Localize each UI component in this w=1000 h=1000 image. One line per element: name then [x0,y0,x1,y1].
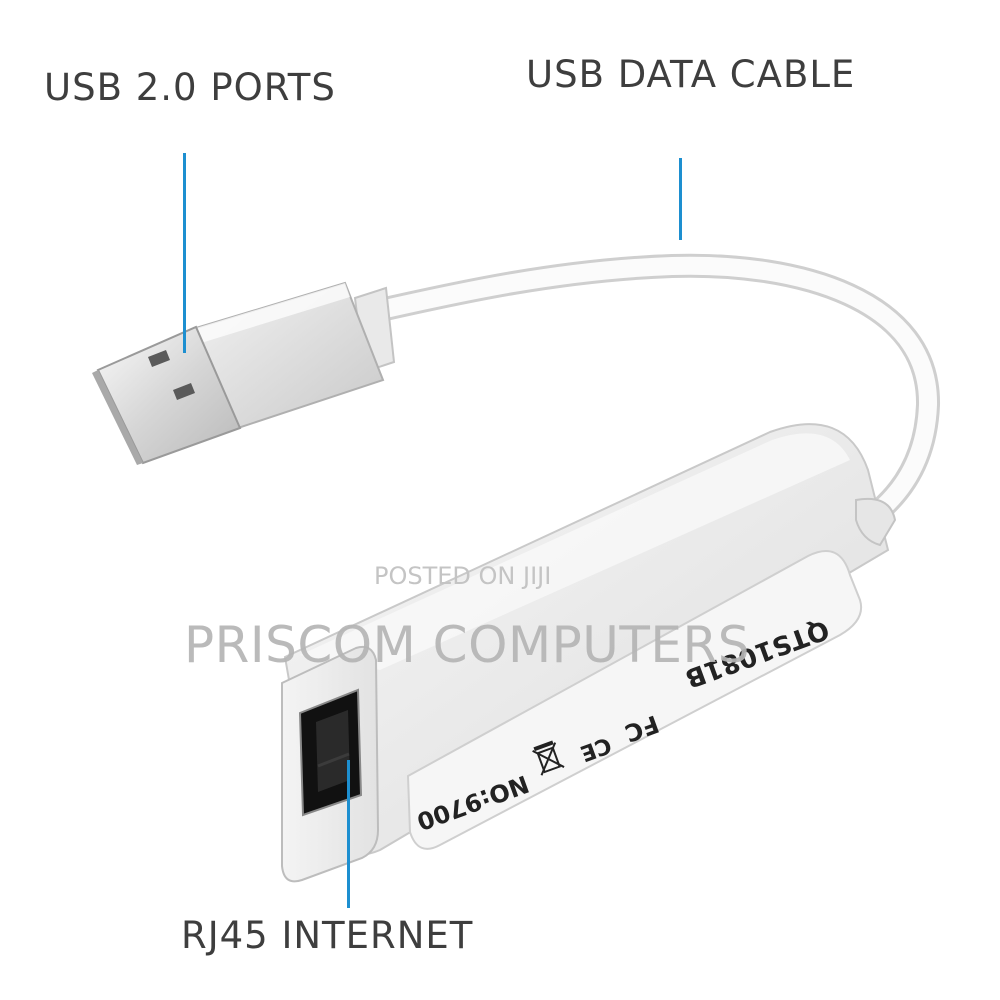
usb-plug [92,281,396,465]
rj45-port [298,688,363,817]
ethernet-adapter-body [281,423,897,883]
usb-ports-label: USB 2.0 PORTS [44,66,336,109]
rj45-internet-label: RJ45 INTERNET [181,914,474,957]
data-cable-leader-line [679,158,682,240]
usb-data-cable [360,253,941,522]
shop-watermark: PRISCOM COMPUTERS [184,616,750,674]
data-cable-label: USB DATA CABLE [526,53,856,96]
usb-ports-leader-line [183,153,186,353]
posted-on-watermark: POSTED ON JIJI [374,562,552,590]
weee-bin-icon [532,740,565,776]
rj45-leader-line [347,760,350,908]
